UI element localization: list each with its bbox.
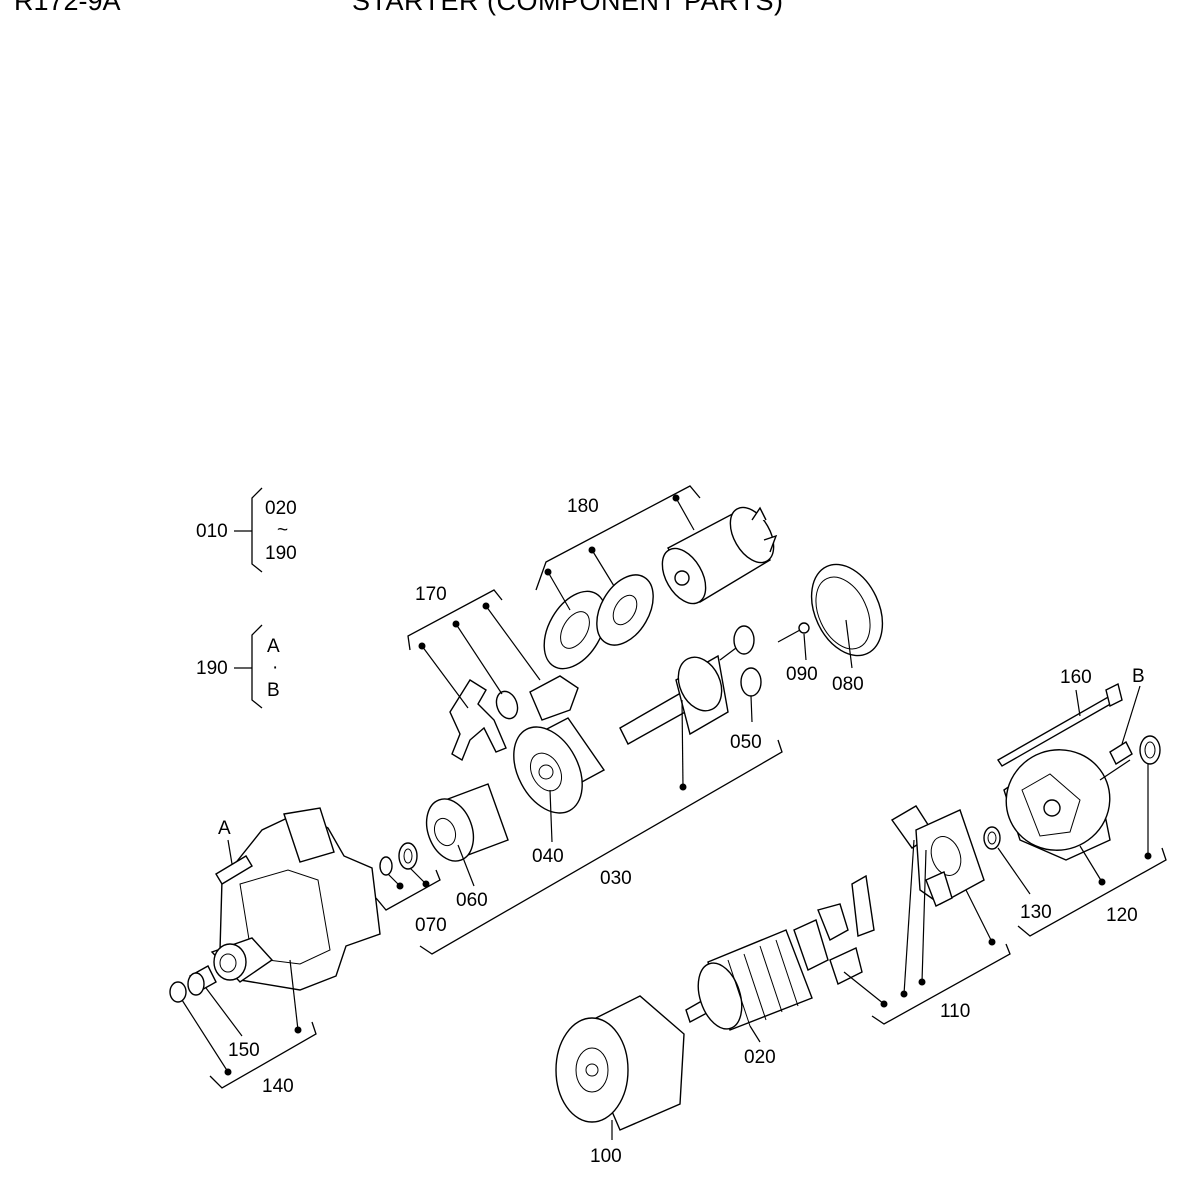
callout-090: 090 <box>786 664 818 685</box>
bushing-group: 150 <box>169 965 260 1076</box>
pinion-group: 060 <box>425 783 509 911</box>
lever-group: 170 <box>407 584 579 762</box>
legend-kit-item-b: B <box>267 680 280 701</box>
drive-assembly-group: 040 050 030 <box>419 625 783 955</box>
legend-range-separator: ~ <box>277 520 288 541</box>
callout-030: 030 <box>600 868 632 889</box>
bearing-group: 130 <box>983 826 1052 923</box>
callout-070: 070 <box>415 915 447 936</box>
callout-160: 160 <box>1060 667 1092 688</box>
callout-a: A <box>218 818 231 839</box>
page-title: STARTER (COMPONENT PARTS) <box>352 0 784 16</box>
legend-assembly: 010 020 ~ 190 <box>196 487 297 573</box>
callout-020: 020 <box>744 1047 776 1068</box>
callout-180: 180 <box>567 496 599 517</box>
legend-kit-item-a: A <box>267 636 280 657</box>
stop-ring-group: 070 <box>375 842 447 936</box>
legend-kit-separator: · <box>272 657 278 678</box>
callout-140: 140 <box>262 1076 294 1097</box>
legend-range-to: 190 <box>265 543 297 564</box>
magnetic-switch-group: 180 <box>535 485 778 670</box>
callout-100: 100 <box>590 1146 622 1167</box>
callout-060: 060 <box>456 890 488 911</box>
callout-110: 110 <box>940 1001 970 1022</box>
callout-120: 120 <box>1106 905 1138 926</box>
brush-holder-group: 110 <box>817 805 1011 1025</box>
callout-170: 170 <box>415 584 447 605</box>
legend-assembly-number: 010 <box>196 521 228 542</box>
callout-040: 040 <box>532 846 564 867</box>
rear-bracket-group: 120 B <box>1003 666 1167 937</box>
callout-080: 080 <box>832 674 864 695</box>
through-bolt-group: 160 <box>997 667 1123 767</box>
yoke-group: 100 <box>555 995 685 1167</box>
callout-150: 150 <box>228 1040 260 1061</box>
legend-kit-number: 190 <box>196 658 228 679</box>
armature-group: 020 <box>685 919 829 1068</box>
front-housing-group: A 140 <box>209 807 381 1097</box>
legend-kit: 190 A · B <box>196 624 280 709</box>
callout-b: B <box>1132 666 1145 687</box>
callout-050: 050 <box>730 732 762 753</box>
legend-range-from: 020 <box>265 498 297 519</box>
model-code: R172-9A <box>14 0 121 16</box>
callout-130: 130 <box>1020 902 1052 923</box>
rear-cover-group: 080 090 <box>777 563 884 695</box>
